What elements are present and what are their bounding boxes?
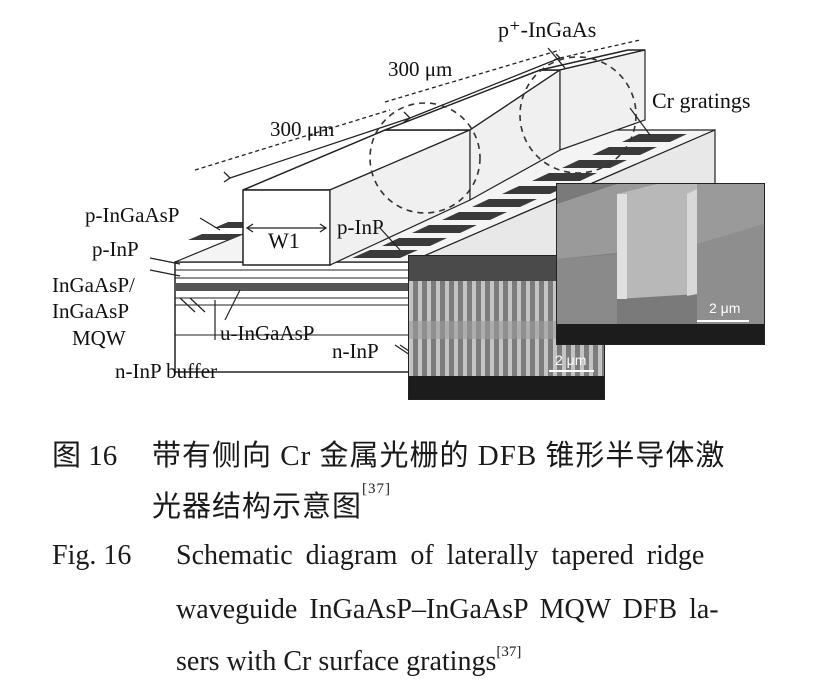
label-n-inp-buffer: n-InP buffer — [115, 359, 217, 383]
leader-lines — [149, 107, 651, 356]
label-p-ingaasp: p-InGaAsP — [85, 203, 180, 227]
caption-en-label: Fig. 16 — [52, 540, 132, 571]
caption-en-line3-text: sers with Cr surface gratings — [176, 646, 497, 677]
caption-zh-line1: 带有侧向 Cr 金属光栅的 DFB 锥形半导体激 — [152, 440, 726, 472]
w1-marker — [245, 223, 328, 233]
caption-en-line1: Schematic diagram of laterally tapered r… — [176, 540, 705, 571]
taper-highlight-circle — [369, 102, 481, 214]
label-dim-left: 300 μm — [270, 117, 334, 141]
label-dim-top: 300 μm — [388, 57, 452, 81]
caption-en-line2: waveguide InGaAsP–InGaAsP MQW DFB la- — [176, 594, 719, 625]
caption-en-ref: [37] — [496, 644, 522, 660]
caption-en-line3: sers with Cr surface gratings[37] — [176, 644, 522, 678]
label-ingaasp-mqw-1: InGaAsP/ — [52, 273, 135, 297]
cr-gratings-right — [352, 134, 687, 258]
caption-zh-label: 图 16 — [52, 440, 118, 472]
label-cr-gratings: Cr gratings — [652, 88, 750, 113]
caption-zh-ref: [37] — [362, 481, 392, 497]
label-ingaasp-mqw-2: InGaAsP — [52, 299, 129, 323]
dimension-lines — [194, 39, 641, 183]
label-p-ingaas: p⁺-InGaAs — [498, 17, 596, 42]
sem-image-ridge: 2 μm — [556, 183, 765, 345]
label-p-inp-left: p-InP — [92, 237, 139, 261]
label-p-inp-ridge: p-InP — [337, 215, 384, 239]
caption-zh-line2-text: 光器结构示意图 — [152, 491, 363, 523]
scale-bar-label-left: 2 μm — [555, 352, 587, 368]
label-ingaasp-mqw-3: MQW — [72, 326, 126, 350]
ridge-waveguide — [242, 49, 646, 266]
caption-zh-line2: 光器结构示意图[37] — [152, 481, 392, 525]
label-w1: W1 — [268, 228, 300, 253]
label-n-inp: n-InP — [332, 339, 379, 363]
label-u-ingaasp: u-InGaAsP — [220, 321, 315, 345]
scale-bar-label-right: 2 μm — [709, 300, 741, 316]
grating-highlight-circle — [519, 56, 637, 174]
